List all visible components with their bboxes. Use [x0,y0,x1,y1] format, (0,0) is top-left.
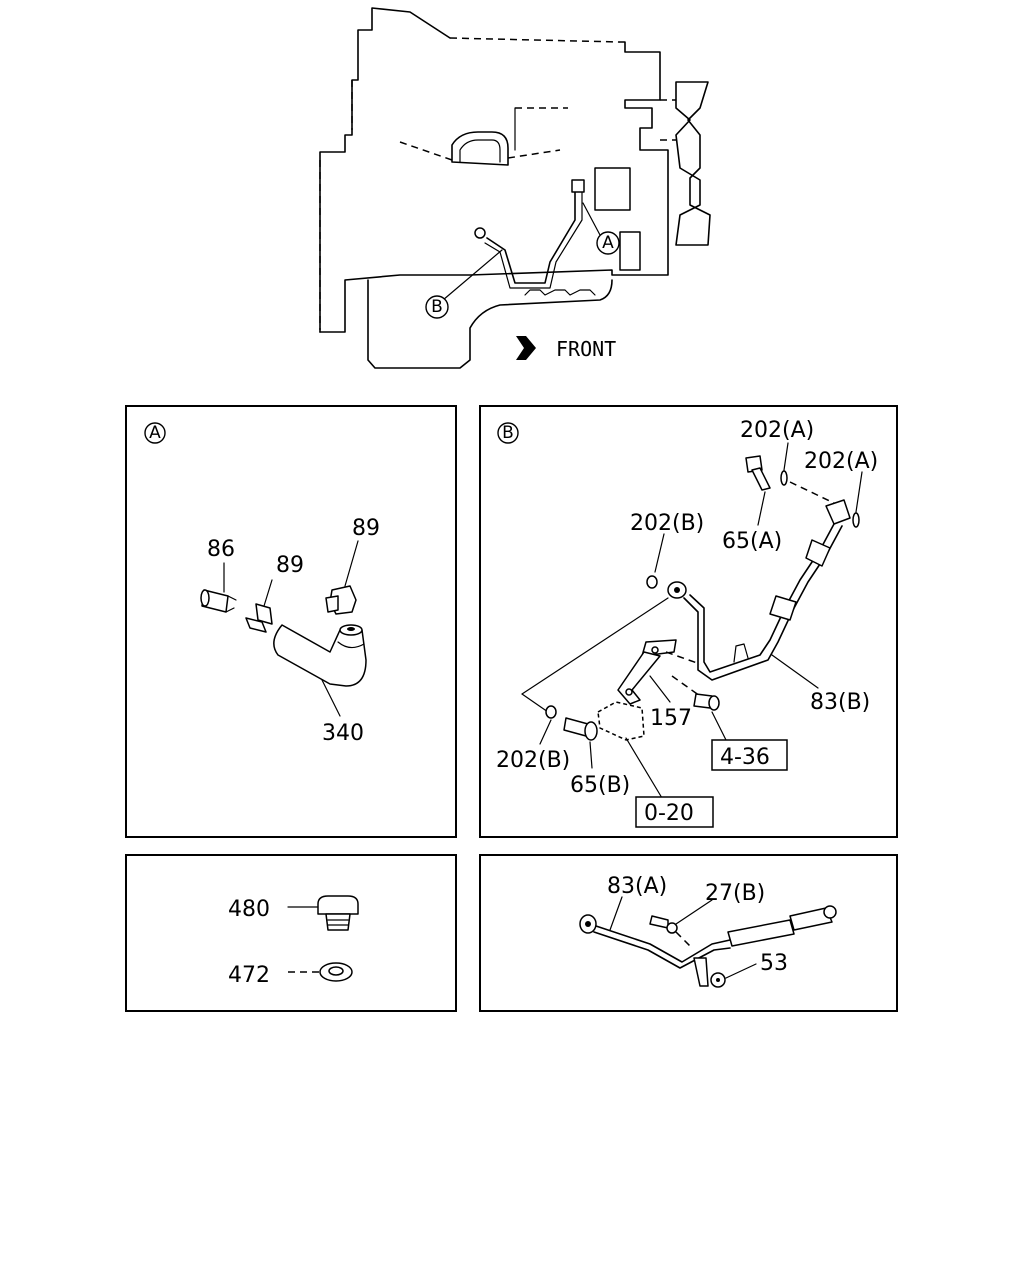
label-27b: 27(B) [705,881,765,906]
part-65b-bolt [563,717,598,741]
part-89-clip-right [325,585,357,615]
part-202b-washer-bottom [545,705,557,719]
label-65b: 65(B) [570,773,630,798]
part-89-clip-left [245,603,273,633]
part-340-hose [273,624,367,687]
panel-pipe-83a: 83(A) 27(B) 53 [479,854,898,1012]
label-89-right: 89 [352,516,380,541]
part-27b-bolt [649,915,693,949]
panel-a-marker: A [149,423,161,443]
engine-overview: A B FRONT [319,7,711,369]
part-202a-washer-right [852,512,860,528]
part-480-plug [317,895,359,931]
part-86-fitting [200,589,237,613]
part-53-nut [710,972,726,988]
label-65a: 65(A) [722,529,782,554]
label-472: 472 [228,963,270,988]
panel-detail-b: B 65(A) 202(A) 202(A) 202(B) [479,405,898,838]
label-157: 157 [650,706,692,731]
label-202b-bottom: 202(B) [496,748,570,773]
part-gasket-0-20 [597,701,645,741]
detail-b-callout: B [431,297,443,317]
panel-b-marker: B [502,423,514,443]
part-157-bracket [617,639,677,705]
part-83b-pipe [667,499,851,681]
label-202a-right: 202(A) [804,449,878,474]
label-89-left: 89 [276,553,304,578]
part-202b-washer-top [646,575,658,589]
front-label: FRONT [556,337,616,361]
label-202a-top: 202(A) [740,418,814,443]
label-340: 340 [322,721,364,746]
part-202a-washer-top [780,470,788,486]
label-83b: 83(B) [810,690,870,715]
part-83a-pipe [579,905,837,969]
ref-4-36: 4-36 [720,745,770,770]
label-83a: 83(A) [607,874,667,899]
label-53: 53 [760,951,788,976]
detail-a-callout: A [602,233,614,253]
ref-0-20: 0-20 [644,801,694,826]
label-202b-top: 202(B) [630,511,704,536]
panel-detail-a: A 86 89 89 340 [125,405,457,838]
front-arrow-icon [516,336,536,360]
part-bracket-83a [693,957,709,987]
label-480: 480 [228,897,270,922]
panel-plug-washer: 480 472 [125,854,457,1012]
part-472-washer [319,962,353,982]
part-bolt-4-36 [693,693,720,711]
label-86: 86 [207,537,235,562]
part-65a-bolt [745,455,771,491]
